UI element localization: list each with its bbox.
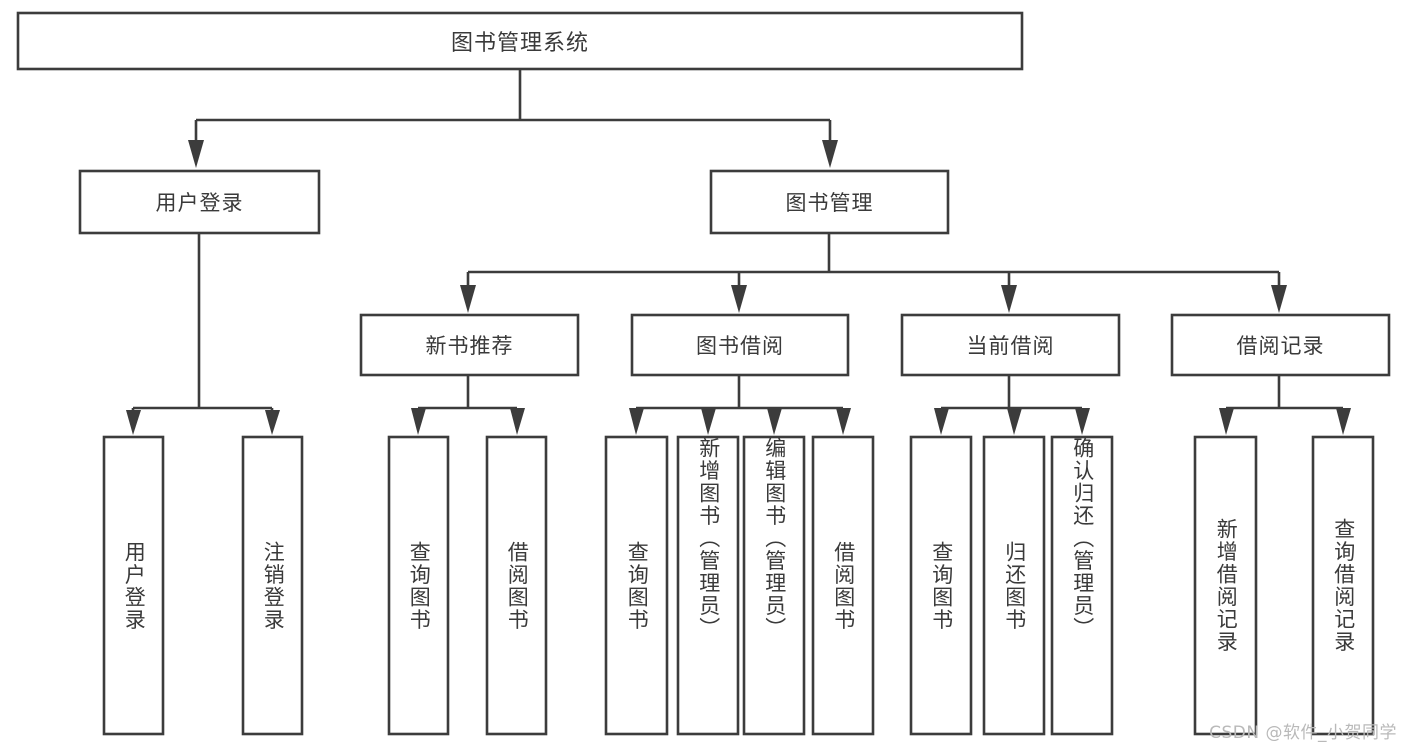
connector-group-current-borrow [934, 375, 1090, 435]
arrow-head-leaf-confirm-return-admin [1075, 408, 1090, 435]
node-box-leaf-query-borrow-record[interactable] [1311, 435, 1375, 736]
node-box-leaf-borrow-book-new[interactable] [485, 435, 548, 736]
arrow-head-leaf-query-book-new [411, 408, 426, 435]
connector-group-root [188, 69, 838, 168]
arrow-head-leaf-add-book-admin [701, 408, 716, 435]
arrow-head-leaf-user-login [126, 410, 141, 435]
node-box-leaf-query-book-borrow[interactable] [604, 435, 669, 736]
node-box-leaf-logout[interactable] [241, 435, 304, 736]
node-box-book-borrow[interactable] [630, 313, 850, 377]
node-box-book-management[interactable] [709, 169, 950, 235]
arrow-head-borrow-record [1271, 285, 1287, 313]
arrow-head-leaf-borrow-book-new [510, 408, 525, 435]
arrow-head-leaf-borrow-book [836, 408, 851, 435]
arrow-head-book-borrow [731, 285, 747, 313]
node-box-current-borrow[interactable] [900, 313, 1121, 377]
node-box-root[interactable] [16, 11, 1024, 71]
node-box-leaf-return-book[interactable] [982, 435, 1046, 736]
node-box-leaf-confirm-return-admin[interactable] [1050, 435, 1114, 736]
arrow-head-leaf-return-book [1007, 408, 1022, 435]
node-box-leaf-query-book-new[interactable] [387, 435, 450, 736]
node-box-leaf-edit-book-admin[interactable] [742, 435, 806, 736]
arrow-head-new-book-recommend [460, 285, 476, 313]
node-box-leaf-add-borrow-record[interactable] [1193, 435, 1258, 736]
arrow-head-leaf-query-book-borrow [629, 408, 644, 435]
arrow-head-leaf-add-borrow-record [1219, 408, 1234, 435]
node-box-new-book-recommend[interactable] [359, 313, 580, 377]
node-box-leaf-query-book-current[interactable] [909, 435, 973, 736]
node-box-borrow-record[interactable] [1170, 313, 1391, 377]
connector-group-new-book-recommend [411, 375, 525, 435]
arrow-head-leaf-logout [265, 410, 280, 435]
arrow-head-leaf-query-book-current [934, 408, 949, 435]
connector-group-book-management [460, 233, 1287, 313]
node-box-leaf-add-book-admin[interactable] [676, 435, 740, 736]
arrow-head-leaf-query-borrow-record [1336, 408, 1351, 435]
node-box-leaf-user-login[interactable] [102, 435, 165, 736]
arrow-head-book-management [822, 140, 838, 168]
node-box-leaf-borrow-book[interactable] [811, 435, 875, 736]
connector-group-book-borrow [629, 375, 851, 435]
arrow-head-leaf-edit-book-admin [767, 408, 782, 435]
arrow-head-current-borrow [1001, 285, 1017, 313]
connector-group-user-login [126, 233, 280, 435]
connector-group-borrow-record [1219, 375, 1351, 435]
arrow-head-user-login [188, 140, 204, 168]
node-box-user-login[interactable] [78, 169, 321, 235]
